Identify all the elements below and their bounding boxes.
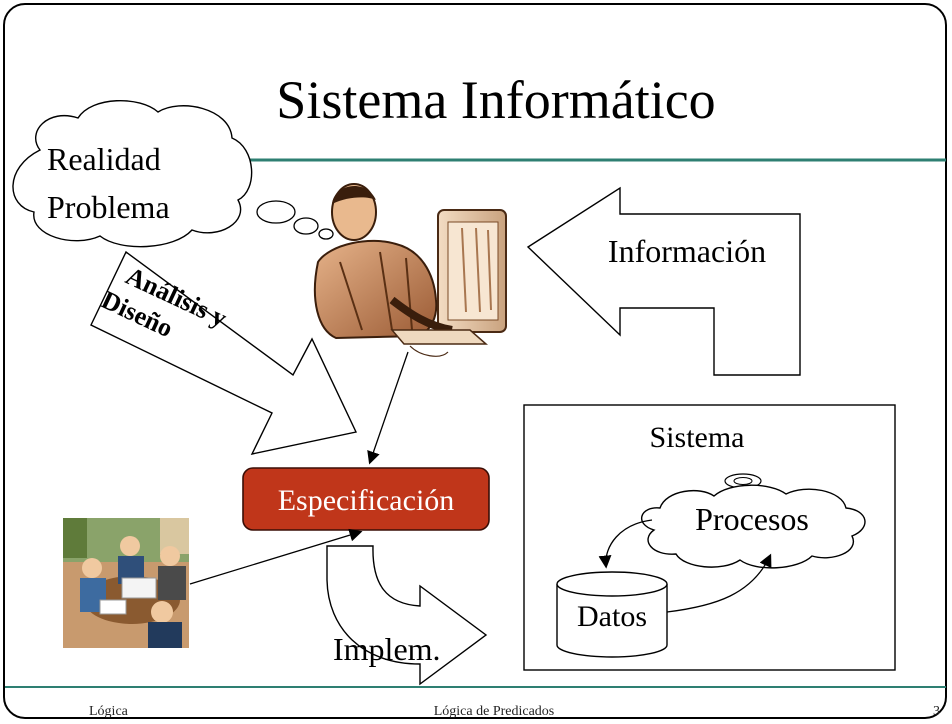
- footer-left: Lógica: [89, 704, 129, 719]
- data-label: Datos: [577, 600, 647, 633]
- slide-title: Sistema Informático: [276, 70, 715, 130]
- thought-cloud: Realidad Problema: [12, 100, 334, 248]
- specification-label: Especificación: [278, 484, 455, 517]
- page-number: 3: [933, 704, 940, 719]
- cloud-label-line2: Problema: [47, 189, 170, 225]
- implementation-label: Implem.: [333, 631, 441, 667]
- data-to-processes-arrow: [666, 553, 772, 613]
- information-arrow: Información: [526, 186, 801, 376]
- information-label: Información: [608, 233, 766, 269]
- cloud-label-line1: Realidad: [47, 141, 161, 177]
- processes-to-data-arrow: [598, 519, 653, 569]
- system-title: Sistema: [650, 421, 745, 454]
- specification-box: Especificación: [242, 467, 490, 531]
- person-to-spec-connector: [367, 351, 409, 465]
- meeting-group-icon: [63, 518, 189, 648]
- processes-label: Procesos: [695, 501, 809, 537]
- meeting-to-spec-connector: [189, 528, 363, 585]
- implementation-arrow: Implem.: [326, 545, 488, 686]
- data-store: Datos: [556, 571, 668, 658]
- footer-center: Lógica de Predicados: [434, 704, 555, 719]
- person-at-computer-icon: [313, 183, 507, 357]
- system-box: Sistema Procesos Datos: [523, 404, 896, 671]
